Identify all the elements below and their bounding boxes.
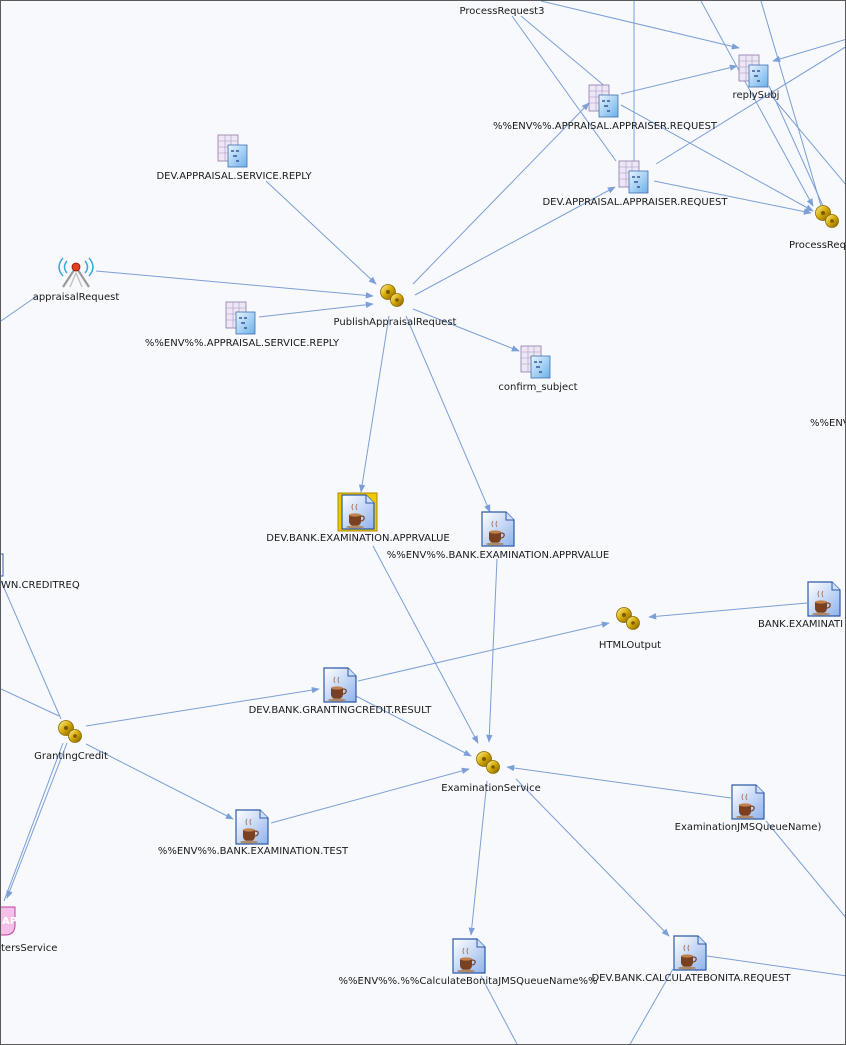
queue-icon [588,84,619,118]
process-icon [58,720,82,743]
node-label: ExaminationService [441,783,540,794]
java-document-icon [807,581,841,617]
java-document-icon [323,667,357,703]
node-label: confirm_subject [498,382,577,393]
node-processrequest3[interactable]: ProcessRequest3 [460,6,545,17]
java-document-icon [481,511,515,547]
node-label: %%ENV [810,418,846,429]
node-htmloutput[interactable]: HTMLOutput [599,607,661,652]
node-grantingcredit[interactable]: GrantingCredit [34,720,108,763]
node-dev-appraiser-request[interactable]: DEV.APPRAISAL.APPRAISER.REQUEST [542,160,728,208]
node-label: DEV.BANK.GRANTINGCREDIT.RESULT [249,705,433,716]
queue-icon [618,160,649,194]
node-label: DEV.APPRAISAL.SERVICE.REPLY [156,171,312,182]
node-appraisalrequest[interactable]: appraisalRequest [33,256,120,303]
java-document-icon [731,784,765,820]
node-env-service-reply[interactable]: %%ENV%%.APPRAISAL.SERVICE.REPLY [145,301,340,349]
java-document-icon [673,935,707,971]
java-document-icon [235,809,269,845]
node-label: BANK.EXAMINATI [758,619,843,630]
node-label: %%ENV%%.BANK.EXAMINATION.TEST [158,846,349,857]
node-label: ExaminationJMSQueueName) [675,822,822,833]
node-label: PublishAppraisalRequest [334,317,457,328]
node-label: %%ENV%%.APPRAISAL.APPRAISER.REQUEST [493,121,718,132]
queue-icon [738,54,769,88]
node-label: DEV.BANK.CALCULATEBONITA.REQUEST [591,973,791,984]
process-icon [476,751,500,774]
queue-icon [225,301,256,335]
soap-badge: AP [2,916,17,927]
node-label: WN.CREDITREQ [1,580,80,591]
node-grantingcredit-result[interactable]: DEV.BANK.GRANTINGCREDIT.RESULT [249,667,433,716]
node-label: HTMLOutput [599,640,661,651]
java-document-icon [341,494,375,530]
node-wn-creditreq[interactable]: WN.CREDITREQ [1,580,80,591]
node-bonita-env[interactable]: %%ENV%%.%%CalculateBonitaJMSQueueName%% [339,938,598,987]
node-examinationservice[interactable]: ExaminationService [441,751,541,795]
node-label: ProcessReq [789,240,846,251]
node-label: DEV.APPRAISAL.APPRAISER.REQUEST [542,197,728,208]
process-icon [815,205,839,228]
node-examinationjmsqueuename[interactable]: ExaminationJMSQueueName) [675,784,822,833]
node-examination-test[interactable]: %%ENV%%.BANK.EXAMINATION.TEST [158,809,349,857]
partial-document-icon [1,553,4,577]
node-label: DEV.BANK.EXAMINATION.APPRVALUE [266,533,449,544]
node-label: ProcessRequest3 [460,6,545,17]
node-env-partial[interactable]: %%ENV [810,418,846,429]
soap-icon [1,906,16,936]
node-replysubj[interactable]: replySubj [733,54,780,101]
node-confirm-subject[interactable]: confirm_subject [498,345,578,393]
node-publishappraisalrequest[interactable]: PublishAppraisalRequest [334,284,457,329]
node-label: GrantingCredit [34,751,108,762]
node-label: appraisalRequest [33,292,120,303]
node-bank-examinati[interactable]: BANK.EXAMINATI [758,581,843,630]
process-icon [380,284,404,307]
queue-icon [520,345,551,379]
node-processreq[interactable]: ProcessReq [789,205,846,252]
node-label: replySubj [733,90,780,101]
queue-icon [217,134,248,168]
node-env-exam-apprvalue[interactable]: %%ENV%%.BANK.EXAMINATION.APPRVALUE [387,511,610,561]
node-dev-service-reply[interactable]: DEV.APPRAISAL.SERVICE.REPLY [156,134,312,182]
antenna-icon [57,256,95,289]
node-env-appraiser-request[interactable]: %%ENV%%.APPRAISAL.APPRAISER.REQUEST [493,84,718,132]
process-icon [616,607,640,630]
node-dev-exam-apprvalue[interactable]: DEV.BANK.EXAMINATION.APPRVALUE [266,492,450,544]
node-label: %%ENV%%.BANK.EXAMINATION.APPRVALUE [387,550,610,561]
node-bonita-dev[interactable]: DEV.BANK.CALCULATEBONITA.REQUEST [591,935,791,984]
java-document-icon [452,938,486,974]
node-label: %%ENV%%.%%CalculateBonitaJMSQueueName%% [339,976,598,987]
node-label: %%ENV%%.APPRAISAL.SERVICE.REPLY [145,338,340,349]
node-label: tersService [1,943,57,954]
node-tersservice[interactable]: AP tersService [1,906,57,954]
